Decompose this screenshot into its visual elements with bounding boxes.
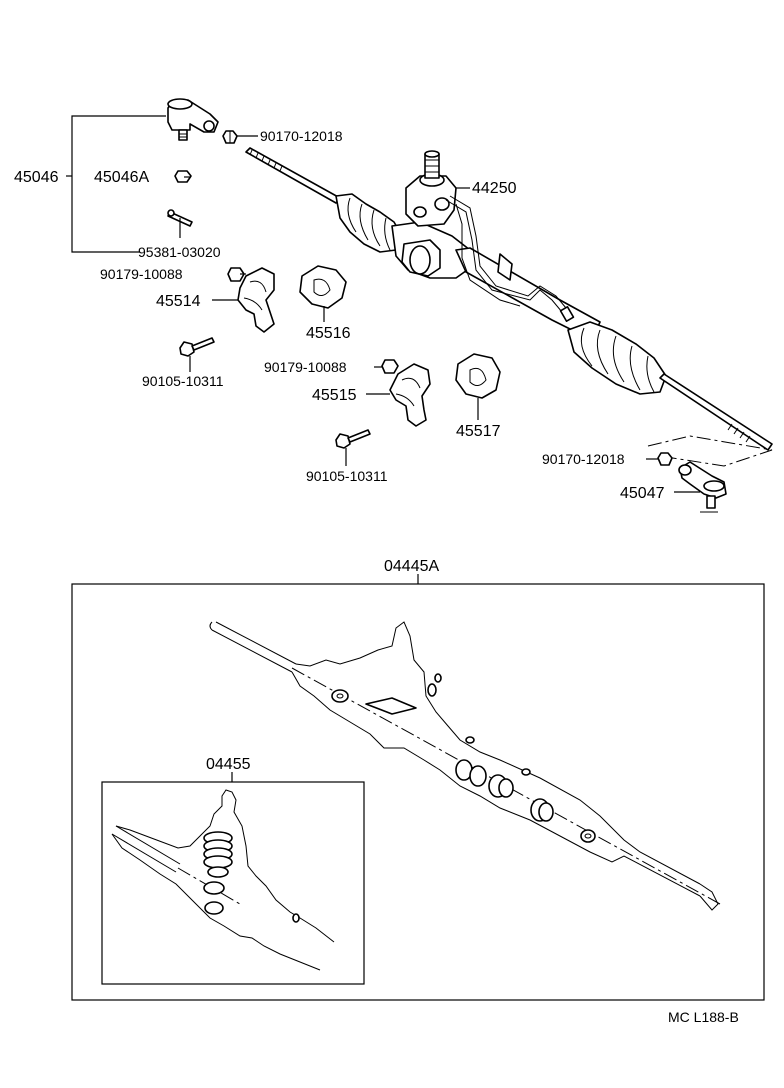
label-04445A: 04445A	[384, 558, 439, 575]
label-45046: 45046	[14, 169, 59, 186]
label-90105-10311-upper: 90105-10311	[142, 373, 224, 389]
kit-box-04445A	[71, 583, 765, 1001]
kit-box-04455	[101, 781, 365, 985]
leader-lines-upper	[179, 135, 700, 493]
nut-upper	[222, 130, 238, 144]
lock-nut	[174, 170, 192, 183]
label-90179-10088-lower: 90179-10088	[264, 359, 347, 375]
label-44250: 44250	[472, 180, 517, 197]
nut-lower	[657, 452, 673, 466]
label-45516: 45516	[306, 325, 351, 342]
group-bracket-45046	[71, 115, 166, 253]
bolt-lower	[335, 429, 371, 449]
callout-labels: 90170-12018 45046 45046A 44250 95381-030…	[14, 128, 739, 1025]
label-90105-10311-lower: 90105-10311	[306, 468, 388, 484]
bushing-45516	[299, 265, 347, 309]
drawing-code: MC L188-B	[668, 1009, 739, 1025]
tie-rod-end-right	[678, 461, 727, 513]
bushing-45517	[455, 353, 501, 399]
label-45517: 45517	[456, 423, 501, 440]
tie-rod-end-left	[167, 98, 219, 141]
label-04455: 04455	[206, 756, 251, 773]
rack-cutaway-full	[209, 621, 721, 911]
label-45047: 45047	[620, 485, 665, 502]
steering-rack-assembly	[245, 147, 773, 451]
label-45514: 45514	[156, 293, 201, 310]
bracket-nut-lower	[381, 359, 399, 374]
label-45515: 45515	[312, 387, 357, 404]
label-95381-03020: 95381-03020	[138, 244, 221, 260]
label-90170-12018-upper: 90170-12018	[260, 128, 343, 144]
bolt-upper	[179, 337, 215, 357]
pinion-cutaway	[111, 789, 335, 971]
label-45046A: 45046A	[94, 169, 149, 186]
bracket-45514	[237, 267, 275, 333]
group-bracket-45047	[647, 435, 773, 467]
label-90179-10088-upper: 90179-10088	[100, 266, 183, 282]
bracket-45515	[389, 363, 431, 427]
label-90170-12018-lower: 90170-12018	[542, 451, 625, 467]
